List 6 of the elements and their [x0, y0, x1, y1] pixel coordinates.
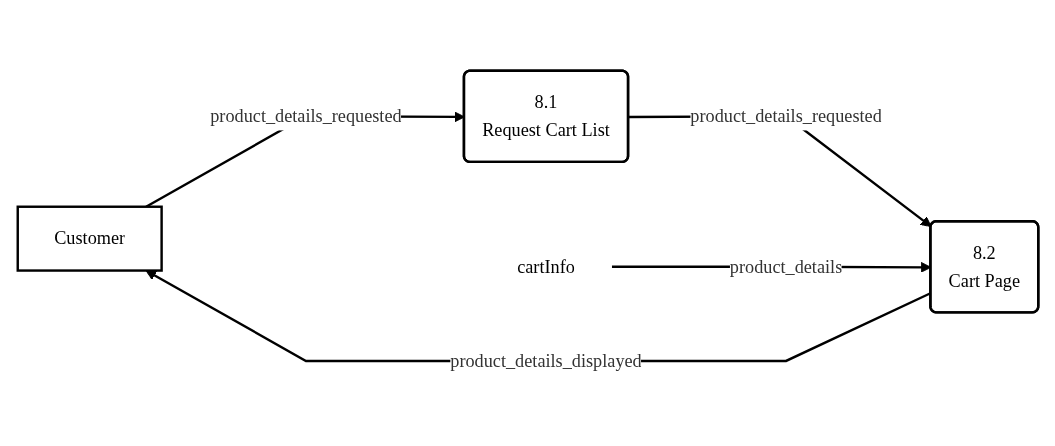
edge-label: product_details_requested — [689, 106, 882, 127]
node-box: Customer — [16, 205, 163, 273]
edge-label: product_details — [729, 257, 842, 277]
node-text: cartInfo — [516, 257, 575, 277]
edge-label: product_details_requested — [209, 106, 402, 127]
edge-label: product_details_displayed — [449, 351, 642, 371]
